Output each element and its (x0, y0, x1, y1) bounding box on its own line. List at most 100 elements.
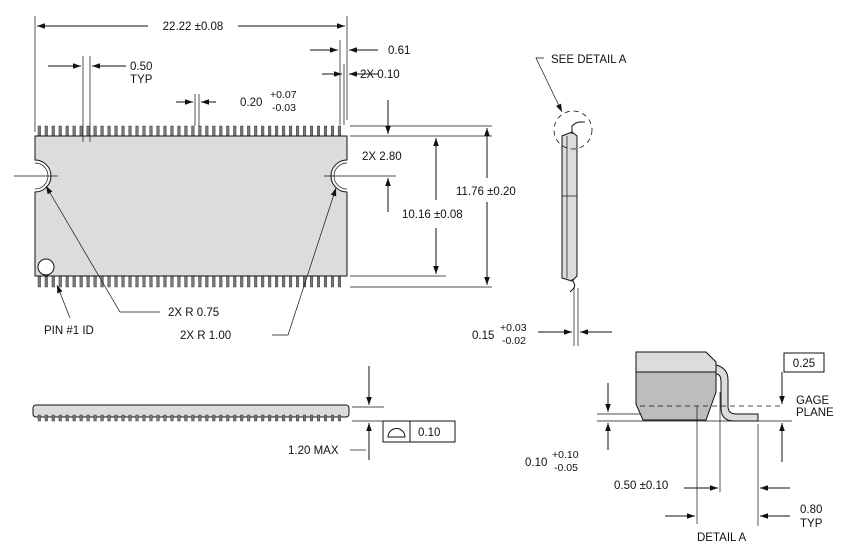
top-lead (275, 125, 279, 137)
front-lead (93, 414, 97, 422)
package-body (34, 135, 348, 277)
front-lead (72, 414, 76, 422)
top-lead (310, 125, 314, 137)
front-lead (37, 414, 41, 422)
top-view: 22.22 ±0.08 0.50 TYP 0.20 +0.07 -0.03 0.… (14, 16, 516, 342)
top-lead (128, 125, 132, 137)
radius-small-dim: 2X R 0.75 (168, 307, 219, 319)
front-lead (114, 414, 118, 422)
top-lead (114, 125, 118, 137)
bottom-lead (163, 275, 167, 288)
front-lead (240, 414, 244, 422)
top-lead (261, 125, 265, 137)
top-lead (37, 125, 41, 137)
max-height-dim: 1.20 MAX (288, 445, 339, 457)
front-lead (177, 414, 181, 422)
bottom-lead (44, 275, 48, 288)
front-lead (79, 414, 83, 422)
lead-width-tol-plus: +0.07 (270, 89, 297, 101)
top-lead (289, 125, 293, 137)
front-lead (170, 414, 174, 422)
pin1-dot (37, 258, 55, 276)
lead-width-tol-minus: -0.03 (272, 102, 296, 114)
notch-offset-dim: 2X 2.80 (362, 151, 402, 163)
top-lead (317, 125, 321, 137)
front-lead (337, 414, 341, 422)
front-lead (107, 414, 111, 422)
bottom-lead (330, 275, 334, 288)
bottom-lead (86, 275, 90, 288)
top-lead (51, 125, 55, 137)
top-lead (142, 125, 146, 137)
foot-span-dim: 0.80 (800, 504, 822, 516)
radius-large-dim: 2X R 1.00 (180, 330, 231, 342)
front-lead (86, 414, 90, 422)
bottom-lead (156, 275, 160, 288)
front-lead (282, 414, 286, 422)
top-lead (296, 125, 300, 137)
top-lead-row (37, 125, 341, 137)
detail-a: 0.25 GAGE PLANE 0.10 +0.10 -0.05 0.50 ±0… (525, 351, 834, 544)
top-lead (58, 125, 62, 137)
bottom-lead (233, 275, 237, 288)
overall-length-dim: 22.22 ±0.08 (163, 21, 224, 33)
top-lead (303, 125, 307, 137)
bottom-lead (170, 275, 174, 288)
side-view: SEE DETAIL A 0.15 +0.03 -0.02 (472, 54, 627, 347)
top-lead (163, 125, 167, 137)
bottom-lead (191, 275, 195, 288)
pin1-label: PIN #1 ID (44, 325, 94, 337)
gage-label-2: PLANE (796, 407, 834, 419)
bottom-lead (254, 275, 258, 288)
bottom-lead (212, 275, 216, 288)
bottom-lead (149, 275, 153, 288)
bottom-lead (317, 275, 321, 288)
top-lead (212, 125, 216, 137)
front-lead (330, 414, 334, 422)
top-lead (226, 125, 230, 137)
top-lead (170, 125, 174, 137)
front-lead (268, 414, 272, 422)
front-lead (323, 414, 327, 422)
standoff-dim: 0.10 (525, 457, 547, 469)
bottom-lead (296, 275, 300, 288)
bottom-lead (184, 275, 188, 288)
top-lead (198, 125, 202, 137)
front-view: 1.20 MAX 0.10 (32, 366, 456, 460)
top-lead (44, 125, 48, 137)
see-detail-a-label: SEE DETAIL A (551, 54, 627, 66)
top-lead (149, 125, 153, 137)
top-lead (72, 125, 76, 137)
end-offset-dim: 0.61 (388, 45, 410, 57)
standoff-tol-plus: +0.10 (552, 449, 579, 461)
front-lead (51, 414, 55, 422)
top-lead (100, 125, 104, 137)
bottom-lead (261, 275, 265, 288)
front-lead (156, 414, 160, 422)
top-lead (93, 125, 97, 137)
front-lead (184, 414, 188, 422)
top-lead (135, 125, 139, 137)
front-lead (226, 414, 230, 422)
front-lead (303, 414, 307, 422)
bottom-lead (282, 275, 286, 288)
front-lead (247, 414, 251, 422)
bottom-lead (37, 275, 41, 288)
front-lead (191, 414, 195, 422)
foot-span-typ: TYP (800, 518, 823, 530)
bottom-lead (121, 275, 125, 288)
top-lead (86, 125, 90, 137)
top-lead (268, 125, 272, 137)
front-lead (128, 414, 132, 422)
bottom-lead (128, 275, 132, 288)
top-lead (240, 125, 244, 137)
top-lead (337, 125, 341, 137)
front-body (32, 404, 350, 418)
front-lead (163, 414, 167, 422)
top-lead (254, 125, 258, 137)
bottom-lead (65, 275, 69, 288)
top-lead (107, 125, 111, 137)
bottom-lead (79, 275, 83, 288)
front-lead (289, 414, 293, 422)
